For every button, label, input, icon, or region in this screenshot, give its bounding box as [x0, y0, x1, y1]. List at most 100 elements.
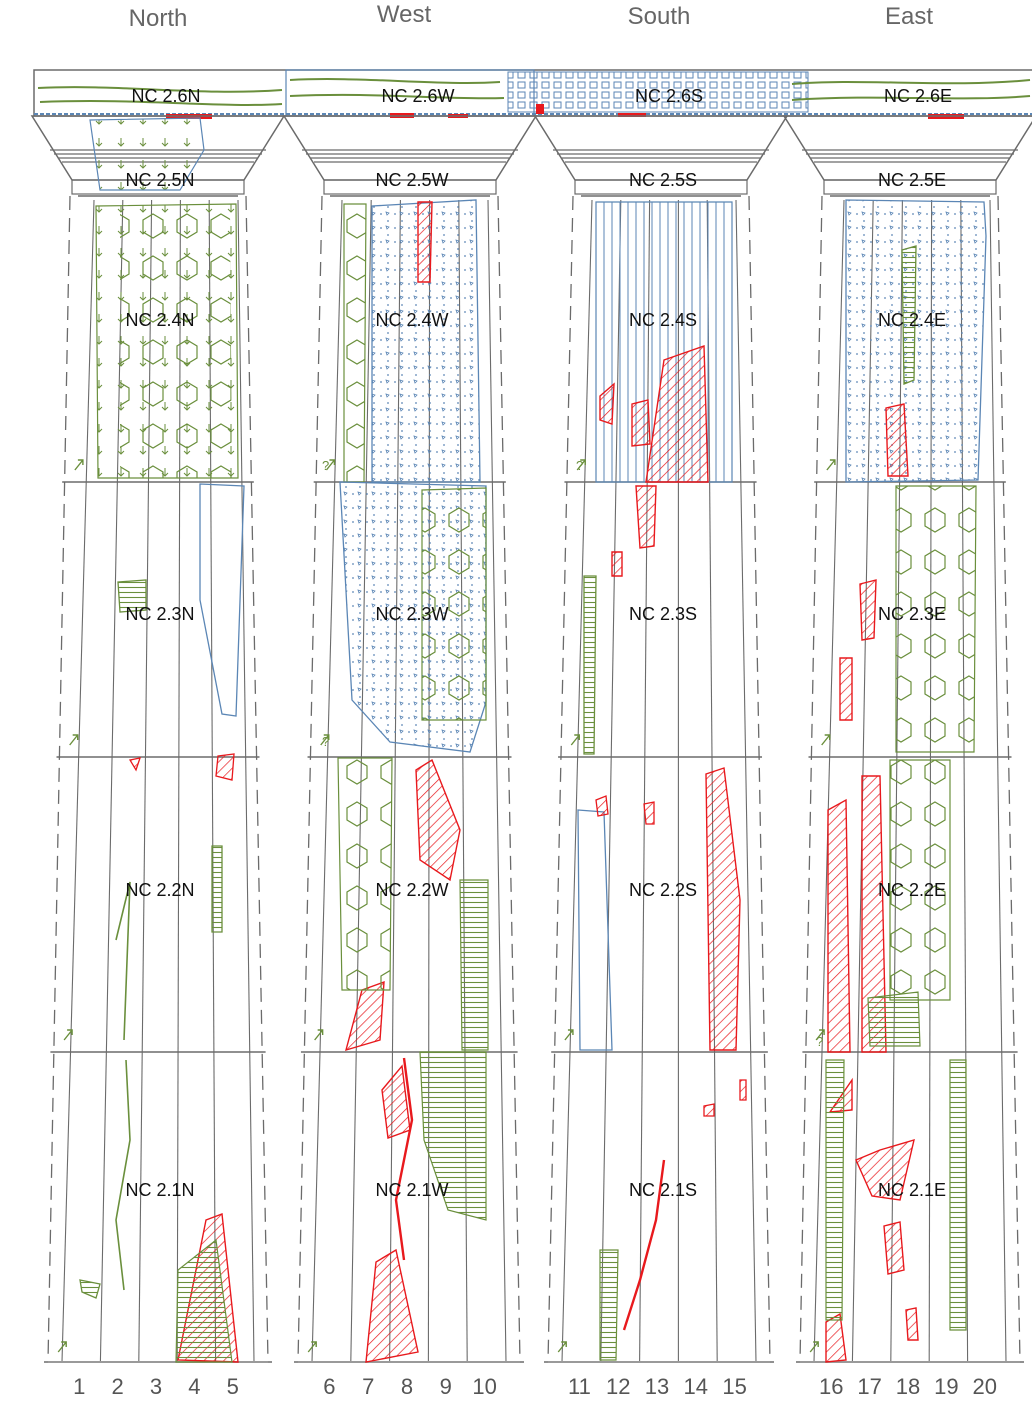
condition-area: [901, 245, 917, 385]
arrow-icon: [74, 459, 84, 471]
region-label-nc-2-5n: NC 2.5N: [125, 170, 194, 190]
heading-south: South: [628, 3, 691, 30]
shaft-edge-left: [297, 195, 323, 1363]
region-label-nc-2-2w: NC 2.2W: [375, 880, 448, 900]
arrow-icon: [307, 1341, 317, 1353]
condition-area: [419, 1051, 487, 1221]
condition-area: [949, 1059, 967, 1331]
capital-neck: [574, 179, 748, 195]
flute-number-18: 18: [896, 1374, 920, 1399]
arrow-icon: [325, 459, 336, 471]
region-label-nc-2-4w: NC 2.4W: [375, 310, 448, 330]
flute-number-13: 13: [645, 1374, 669, 1399]
condition-area: [365, 1248, 419, 1363]
condition-area: [703, 1103, 715, 1117]
region-label-nc-2-5e: NC 2.5E: [878, 170, 946, 190]
condition-area: [827, 798, 851, 1053]
condition-area: [371, 199, 481, 483]
flute-number-4: 4: [188, 1374, 200, 1399]
flute-number-17: 17: [857, 1374, 881, 1399]
flute-line: [237, 199, 255, 1363]
region-label-nc-2-6s: NC 2.6S: [635, 86, 703, 106]
condition-area: [343, 203, 367, 483]
arrow-icon: [821, 734, 831, 746]
capital-neck: [823, 179, 997, 195]
condition-area: [885, 403, 909, 477]
condition-area: [577, 809, 613, 1051]
arrow-icon: [557, 1341, 567, 1353]
arrow-icon: [320, 734, 330, 746]
flute-line: [989, 199, 1007, 1363]
question-mark: ?: [816, 1034, 823, 1049]
condition-area: [421, 487, 487, 721]
arrow-icon: [69, 734, 79, 746]
region-label-nc-2-5s: NC 2.5S: [629, 170, 697, 190]
shaft-edge-left: [47, 195, 71, 1363]
region-label-nc-2-3n: NC 2.3N: [125, 604, 194, 624]
condition-area: [120, 210, 232, 478]
condition-area: [861, 775, 887, 1053]
region-label-nc-2-4n: NC 2.4N: [125, 310, 194, 330]
condition-area: [345, 980, 385, 1052]
condition-area: [855, 1138, 915, 1201]
condition-area: [895, 485, 977, 753]
region-label-nc-2-6e: NC 2.6E: [884, 86, 952, 106]
condition-area: [215, 753, 235, 781]
condition-area: [199, 483, 245, 717]
flute-number-2: 2: [111, 1374, 123, 1399]
arrow-icon: [564, 1029, 574, 1041]
condition-area: [643, 801, 655, 825]
condition-area: [211, 845, 223, 933]
condition-area: [825, 1312, 847, 1363]
region-label-nc-2-1s: NC 2.1S: [629, 1180, 697, 1200]
condition-area: [859, 579, 877, 641]
flute-number-3: 3: [150, 1374, 162, 1399]
flute-number-15: 15: [722, 1374, 746, 1399]
flute-line: [735, 199, 757, 1363]
capital-neck: [323, 179, 497, 195]
condition-area: [599, 382, 615, 425]
question-mark: ?: [322, 458, 329, 473]
region-label-nc-2-4s: NC 2.4S: [629, 310, 697, 330]
question-mark: ?: [576, 458, 583, 473]
arrow-icon: [815, 1029, 825, 1041]
condition-area: [459, 879, 489, 1051]
condition-area: [645, 345, 709, 483]
arrow-icon: [314, 1029, 324, 1041]
flute-number-7: 7: [362, 1374, 374, 1399]
arrow-icon: [570, 734, 580, 746]
arrow-icon: [809, 1341, 819, 1353]
flute-number-11: 11: [568, 1374, 591, 1399]
heading-east: East: [885, 3, 933, 30]
flute-number-19: 19: [934, 1374, 958, 1399]
shaft-edge-left: [547, 195, 574, 1363]
arrow-icon: [576, 459, 586, 471]
condition-area: [417, 201, 433, 283]
green-line: [115, 1059, 131, 1291]
region-label-nc-2-2s: NC 2.2S: [629, 880, 697, 900]
region-label-nc-2-3w: NC 2.3W: [375, 604, 448, 624]
arrow-icon: [826, 459, 836, 471]
red-crack-line: [394, 1057, 414, 1261]
condition-area: [845, 199, 987, 483]
green-line: [115, 881, 131, 1041]
flute-number-12: 12: [606, 1374, 630, 1399]
face-south: ? NC 2.6S NC 2.5S NC 2.4S NC 2.3S NC 2.2S NC 2…: [533, 86, 789, 1399]
flute-line: [813, 199, 845, 1363]
flute-number-9: 9: [440, 1374, 452, 1399]
region-label-nc-2-3s: NC 2.3S: [629, 604, 697, 624]
flute-number-14: 14: [684, 1374, 708, 1399]
flute-number-16: 16: [819, 1374, 843, 1399]
flute-number-8: 8: [401, 1374, 413, 1399]
condition-area: [905, 1307, 919, 1341]
heading-west: West: [377, 1, 432, 28]
condition-area: [175, 1238, 233, 1363]
flute-number-20: 20: [973, 1374, 997, 1399]
red-crack-line: [622, 1159, 666, 1331]
condition-area: [883, 1221, 905, 1275]
flute-line: [61, 199, 95, 1363]
arrow-icon: [57, 1341, 67, 1353]
flute-line: [311, 199, 343, 1363]
